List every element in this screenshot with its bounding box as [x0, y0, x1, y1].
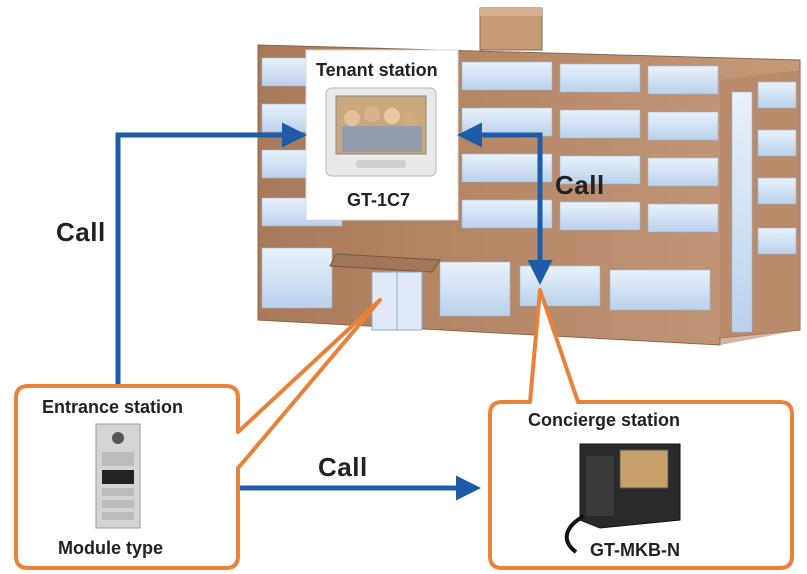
- concierge-callout: [488, 288, 794, 570]
- entrance-station-type: Module type: [58, 538, 164, 558]
- tenant-station-title: Tenant station: [316, 60, 438, 80]
- video-image-icon: [342, 106, 422, 152]
- arrow-tenant-concierge: [457, 122, 553, 285]
- call-arrows: [115, 122, 553, 501]
- entrance-station-title: Entrance station: [42, 397, 184, 417]
- concierge-station-model: GT-MKB-N: [590, 540, 680, 560]
- entrance-callout: [14, 298, 382, 570]
- concierge-station-title: Concierge station: [528, 410, 681, 430]
- tenant-station-card: [305, 49, 459, 221]
- call-label-bottom: Call: [318, 452, 368, 482]
- arrow-entrance-to-tenant: [115, 122, 307, 388]
- call-label-right: Call: [555, 170, 605, 200]
- call-label-left: Call: [56, 217, 106, 247]
- tenant-station-model: GT-1C7: [347, 190, 411, 210]
